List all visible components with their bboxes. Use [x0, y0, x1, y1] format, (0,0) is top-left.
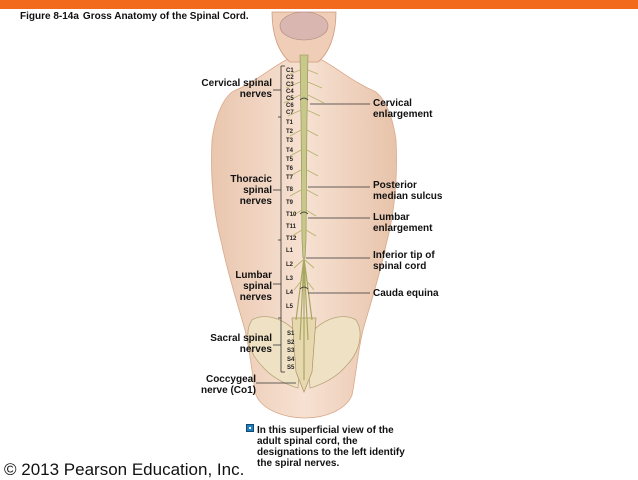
caption-line: designations to the left identify	[257, 447, 405, 458]
segment-c5: C5	[286, 96, 294, 102]
segment-c1: C1	[286, 68, 294, 74]
label-cauda-equina: Cauda equina	[373, 288, 439, 299]
label-line: spinal	[243, 281, 272, 292]
figure-number: Figure 8-14a	[20, 11, 79, 22]
cervical-segments: C1 C2 C3 C4 C5 C6 C7	[286, 68, 294, 117]
segment-s4: S4	[287, 356, 295, 363]
brain-shape	[279, 11, 329, 41]
label-line: Sacral spinal	[210, 333, 272, 344]
segment-s1: S1	[287, 331, 295, 337]
label-line: Cervical	[373, 98, 412, 109]
label-line: Coccygeal	[205, 374, 256, 385]
segment-t2: T2	[286, 129, 294, 136]
label-line: Lumbar	[373, 212, 410, 223]
label-line: enlargement	[373, 109, 433, 120]
segment-t11: T11	[286, 224, 297, 231]
segment-l5: L5	[286, 304, 294, 310]
segment-t12: T12	[286, 236, 297, 243]
label-line: nerves	[239, 196, 272, 207]
segment-t6: T6	[286, 166, 294, 173]
label-cervical-spinal-nerves: Cervical spinal nerves	[201, 78, 272, 100]
label-cervical-enlargement: Cervical enlargement	[373, 98, 432, 120]
pelvis-right	[305, 316, 361, 389]
left-leader-lines	[256, 89, 296, 384]
cauda-equina	[295, 257, 313, 380]
segment-t10: T10	[286, 211, 297, 218]
segment-t9: T9	[286, 199, 294, 206]
label-line: Cervical spinal	[201, 78, 272, 89]
label-coccygeal-nerve: Coccygeal nerve (Co1)	[201, 374, 256, 396]
copyright-notice: © 2013 Pearson Education, Inc.	[4, 460, 245, 479]
label-line: spinal cord	[373, 261, 427, 272]
segment-c6: C6	[286, 103, 294, 109]
label-line: Lumbar	[235, 270, 272, 281]
segment-l1: L1	[286, 248, 294, 254]
label-lumbar-enlargement: Lumbar enlargement	[373, 212, 432, 234]
segment-t7: T7	[286, 175, 294, 182]
caption-bullet-icon	[246, 424, 254, 432]
label-sacral-spinal-nerves: Sacral spinal nerves	[210, 333, 272, 355]
segment-s2: S2	[287, 339, 295, 346]
segment-t3: T3	[286, 138, 294, 145]
segment-l4: L4	[286, 290, 294, 296]
label-line: enlargement	[373, 223, 433, 234]
label-line: nerves	[239, 344, 272, 355]
segment-t8: T8	[286, 187, 294, 194]
spinal-cord	[299, 54, 309, 259]
accent-bar	[0, 0, 638, 9]
sacral-segments: S1 S2 S3 S4 S5	[287, 330, 294, 373]
segment-t4: T4	[286, 147, 294, 154]
caption-line: adult spinal cord, the	[257, 436, 358, 447]
spinal-nerves	[283, 69, 325, 291]
segment-l3: L3	[286, 276, 294, 282]
figure-caption: In this superficial view of the adult sp…	[257, 425, 405, 469]
label-line: nerves	[239, 89, 272, 100]
segment-c2: C2	[286, 75, 294, 81]
label-line: Posterior	[373, 180, 417, 191]
label-line: Cauda equina	[373, 288, 439, 299]
label-thoracic-spinal-nerves: Thoracic spinal nerves	[230, 174, 272, 207]
thoracic-segments: T1 T2 T3 T4 T5 T6 T7 T8 T9 T10 T11 T12	[286, 119, 296, 244]
label-line: spinal	[243, 185, 272, 196]
caption-line: the spiral nerves.	[257, 458, 340, 469]
segment-t5: T5	[286, 156, 294, 163]
segment-c4: C4	[286, 89, 294, 95]
figure-title-text: Gross Anatomy of the Spinal Cord.	[82, 11, 249, 22]
label-posterior-median-sulcus: Posterior median sulcus	[373, 180, 442, 202]
segment-s3: S3	[287, 348, 295, 354]
caption-line: In this superficial view of the	[257, 425, 394, 436]
segment-s5: S5	[287, 365, 295, 371]
segment-t1: T1	[286, 120, 294, 126]
label-lumbar-spinal-nerves: Lumbar spinal nerves	[235, 270, 272, 303]
pelvis-left	[247, 316, 303, 389]
label-line: nerves	[239, 292, 272, 303]
label-line: median sulcus	[373, 191, 443, 202]
lumbar-segments: L1 L2 L3 L4 L5	[286, 244, 293, 314]
segment-c7: C7	[286, 110, 294, 116]
segment-c3: C3	[286, 82, 294, 88]
label-line: Inferior tip of	[373, 250, 435, 261]
segment-bracket	[278, 65, 285, 373]
label-line: Thoracic	[230, 174, 272, 185]
segment-l2: L2	[286, 262, 294, 268]
right-leader-lines	[299, 97, 370, 294]
label-line: nerve (Co1)	[200, 385, 256, 396]
label-inferior-tip: Inferior tip of spinal cord	[373, 250, 435, 272]
